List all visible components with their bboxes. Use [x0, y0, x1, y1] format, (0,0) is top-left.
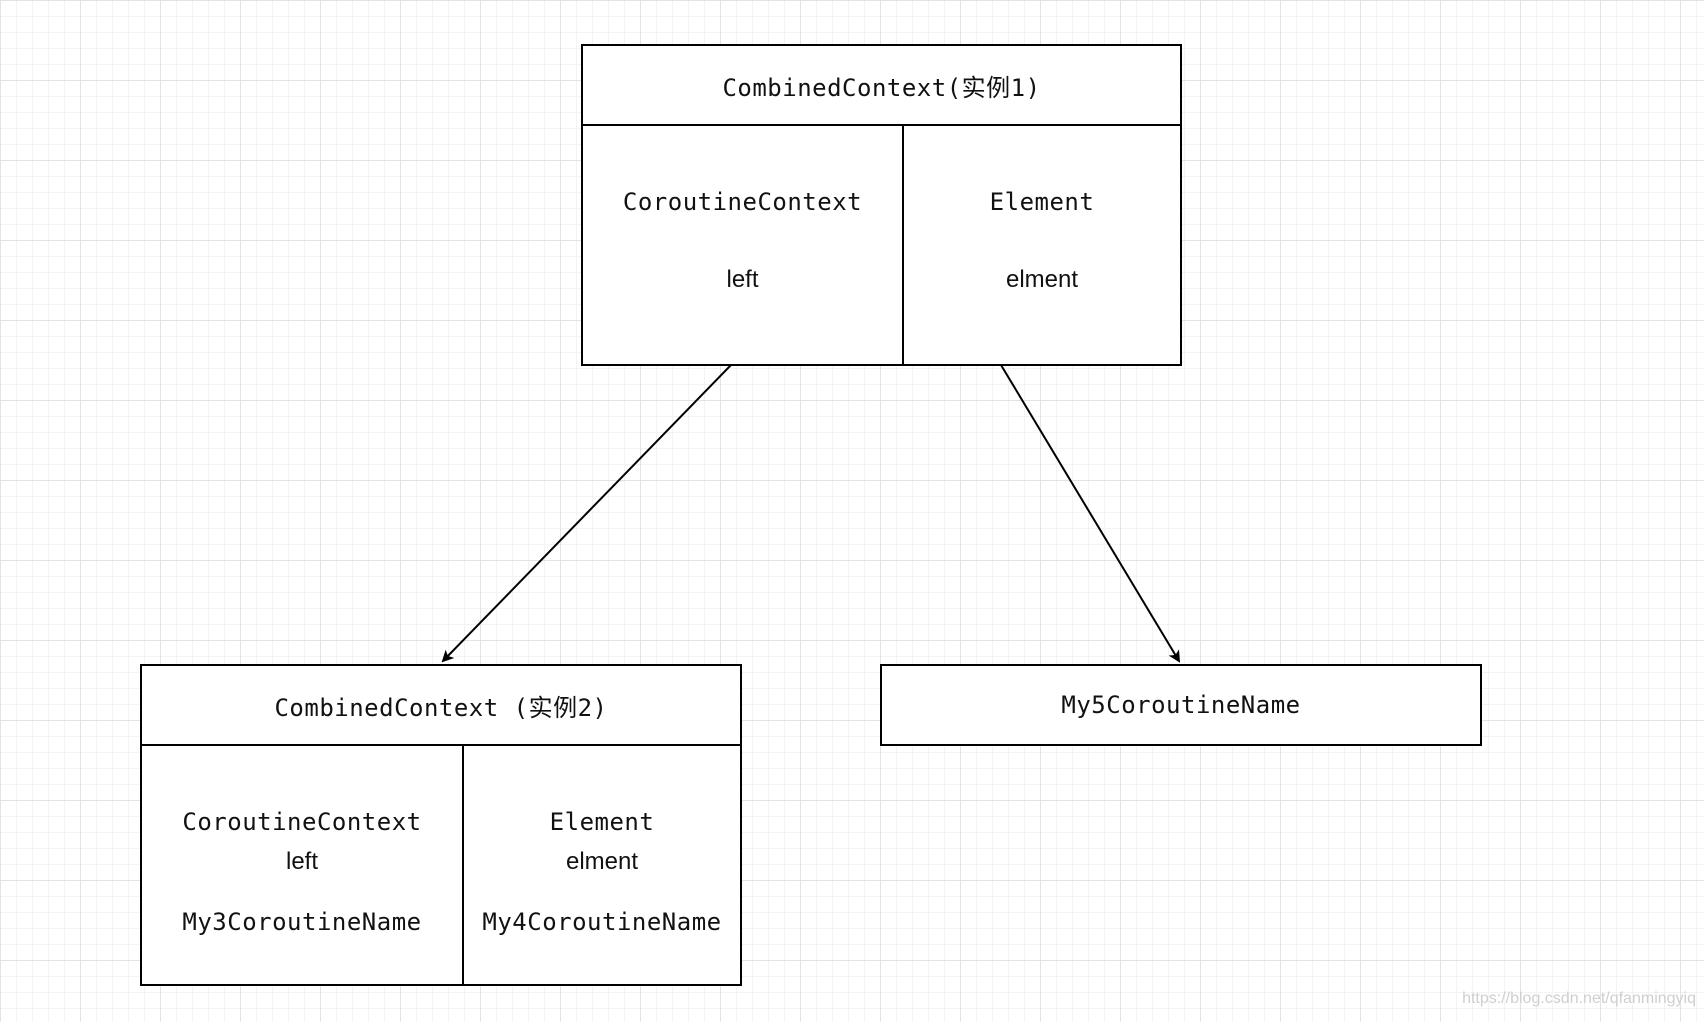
instance1-right-type: Element	[989, 188, 1095, 216]
instance1-left-cell: CoroutineContext left	[583, 126, 904, 364]
instance2-title-row: CombinedContext (实例2)	[142, 666, 740, 746]
instance2-left-cell: CoroutineContext left My3CoroutineName	[142, 746, 464, 984]
my5-coroutine-name-box: My5CoroutineName	[880, 664, 1482, 746]
arrow-element-to-my5	[1000, 364, 1181, 663]
instance1-left-field: left	[726, 266, 759, 293]
instance1-right-field: elment	[1005, 266, 1079, 293]
instance1-title: CombinedContext(实例1)	[722, 73, 1041, 102]
instance2-title: CombinedContext (实例2)	[274, 693, 608, 722]
arrow-left-to-instance2	[441, 364, 732, 663]
instance2-left-field: left	[285, 848, 318, 875]
instance2-right-value: My4CoroutineName	[482, 908, 722, 936]
combined-context-instance1-box: CombinedContext(实例1) CoroutineContext le…	[581, 44, 1182, 366]
instance1-right-cell: Element elment	[904, 126, 1180, 364]
combined-context-instance2-box: CombinedContext (实例2) CoroutineContext l…	[140, 664, 742, 986]
instance1-title-row: CombinedContext(实例1)	[583, 46, 1180, 126]
instance2-right-type: Element	[549, 808, 655, 836]
instance2-right-cell: Element elment My4CoroutineName	[464, 746, 740, 984]
instance2-left-type: CoroutineContext	[182, 808, 422, 836]
my5-title-row: My5CoroutineName	[882, 666, 1480, 744]
my5-title: My5CoroutineName	[1061, 691, 1301, 719]
instance2-right-field: elment	[565, 848, 639, 875]
instance1-left-type: CoroutineContext	[622, 188, 863, 216]
instance2-left-value: My3CoroutineName	[182, 908, 422, 936]
watermark-text: https://blog.csdn.net/qfanmingyiq	[1462, 990, 1696, 1007]
